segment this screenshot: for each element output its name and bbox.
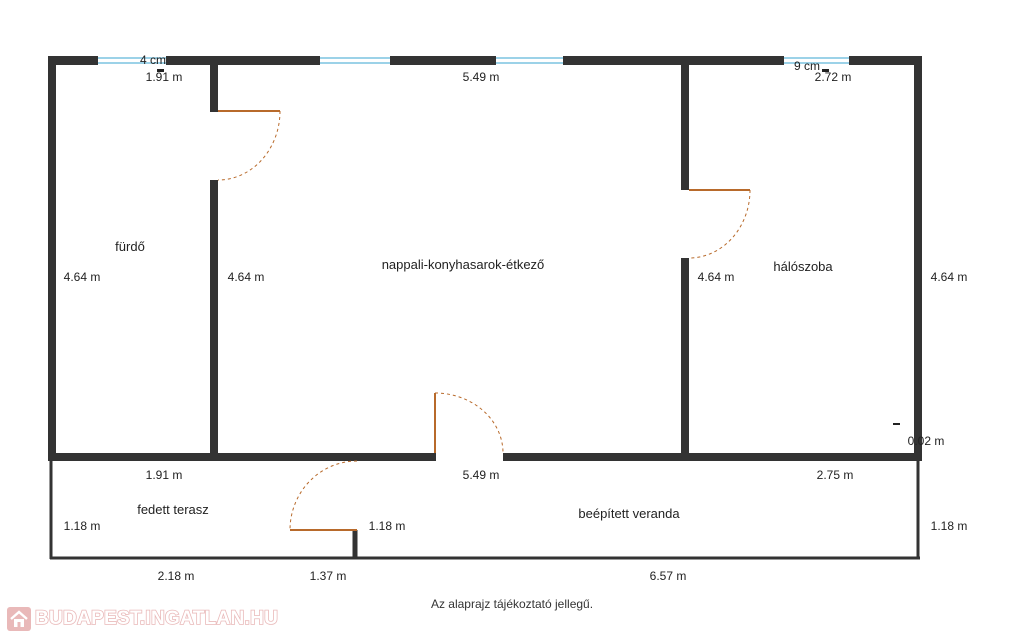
dim-top-right: 2.72 m — [815, 70, 852, 84]
dim-mid-left: 1.91 m — [146, 468, 183, 482]
dim-mid-right: 2.75 m — [817, 468, 854, 482]
wall-bath-lower — [210, 180, 218, 461]
dim-veranda-right-h: 1.18 m — [931, 519, 968, 533]
wall-top-3 — [390, 56, 496, 65]
dim-bottom-left: 2.18 m — [158, 569, 195, 583]
marker-corner — [893, 423, 900, 425]
dim-bath-right-h: 4.64 m — [228, 270, 265, 284]
thin-walls — [49, 461, 920, 560]
window-top-mid-1 — [318, 57, 392, 64]
room-label-bathroom: fürdő — [115, 239, 145, 254]
logo-text: BUDAPEST.INGATLAN.HU — [34, 607, 279, 630]
door-bathroom — [217, 110, 281, 181]
dimension-labels: 4 cm 1.91 m 5.49 m 9 cm 2.72 m 4.64 m 4.… — [64, 53, 968, 583]
wall-top-2 — [166, 56, 320, 65]
window-top-left — [96, 57, 168, 64]
dim-bottom-mid: 1.37 m — [310, 569, 347, 583]
dim-terrace-left-h: 1.18 m — [64, 519, 101, 533]
dim-bed-left-h: 4.64 m — [698, 270, 735, 284]
marker-top-left — [157, 69, 164, 72]
wall-right — [914, 56, 922, 461]
door-bedroom — [688, 189, 751, 259]
wall-top-4 — [563, 56, 784, 65]
room-label-terrace: fedett terasz — [137, 502, 209, 517]
window-top-mid-2 — [494, 57, 565, 64]
dim-top-left: 1.91 m — [146, 70, 183, 84]
marker-top-right — [822, 69, 829, 72]
wall-bed-upper — [681, 56, 689, 190]
wall-top-1 — [48, 56, 98, 65]
wall-bath-upper — [210, 56, 218, 112]
walls — [48, 56, 922, 461]
wall-mid-horizontal-2 — [503, 453, 922, 461]
disclaimer-note: Az alaprajz tájékoztató jellegű. — [430, 597, 594, 611]
house-icon — [6, 606, 32, 632]
site-logo: BUDAPEST.INGATLAN.HU — [6, 605, 279, 633]
dim-right-h: 4.64 m — [931, 270, 968, 284]
room-label-living: nappali-konyhasarok-étkező — [382, 257, 545, 272]
dim-corner: 0.02 m — [908, 434, 945, 448]
dim-top-mid: 5.49 m — [463, 70, 500, 84]
dim-bottom-right: 6.57 m — [650, 569, 687, 583]
wall-top-5 — [849, 56, 922, 65]
room-label-bedroom: hálószoba — [773, 259, 833, 274]
windows — [96, 57, 851, 64]
dim-top-small-left: 4 cm — [140, 53, 166, 67]
dim-terrace-mid-h: 1.18 m — [369, 519, 406, 533]
door-terrace — [289, 460, 358, 531]
wall-mid-horizontal-1 — [48, 453, 436, 461]
door-living — [434, 392, 504, 454]
dim-top-small-right: 9 cm — [794, 59, 820, 73]
window-top-right — [782, 57, 851, 64]
room-labels: fürdő nappali-konyhasarok-étkező hálószo… — [115, 239, 833, 521]
dim-mid-mid: 5.49 m — [463, 468, 500, 482]
room-label-veranda: beépített veranda — [578, 506, 680, 521]
wall-left — [48, 56, 56, 461]
wall-bed-lower — [681, 258, 689, 461]
dim-bath-left-h: 4.64 m — [64, 270, 101, 284]
doors — [217, 110, 751, 531]
